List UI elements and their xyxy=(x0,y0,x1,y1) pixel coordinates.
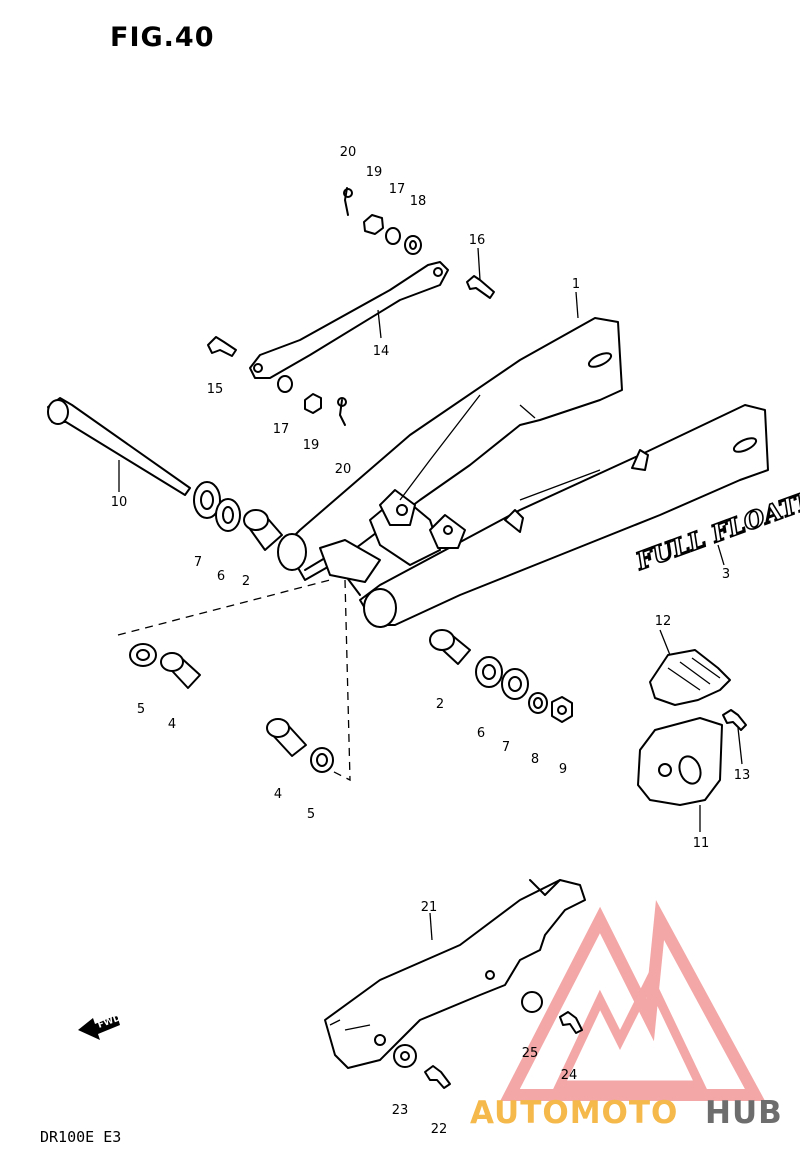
watermark-logo-icon xyxy=(500,900,766,1101)
watermark-text: AUTOMOTO HUB xyxy=(470,1095,783,1131)
chain-case-fasteners xyxy=(393,991,583,1089)
callout-25: 25 xyxy=(522,1046,539,1061)
callout-14: 14 xyxy=(373,344,390,359)
cushion-lever-rod xyxy=(249,261,449,379)
callout-20: 20 xyxy=(340,145,357,160)
figure-title: FIG.40 xyxy=(110,22,215,53)
chain-guide xyxy=(637,709,747,806)
watermark-brand-left: AUTOMOTO xyxy=(470,1095,678,1131)
callout-20: 20 xyxy=(335,462,352,477)
swingarm xyxy=(277,317,769,628)
callout-17: 17 xyxy=(273,422,290,437)
callout-19: 19 xyxy=(366,165,383,180)
rod-fasteners xyxy=(207,187,495,426)
assembly-guide-lines xyxy=(117,579,351,782)
callout-18: 18 xyxy=(410,194,427,209)
callout-21: 21 xyxy=(421,900,438,915)
callout-5: 5 xyxy=(137,702,145,717)
callout-8: 8 xyxy=(531,752,539,767)
callout-4: 4 xyxy=(168,717,176,732)
callout-3: 3 xyxy=(722,567,730,582)
callout-7: 7 xyxy=(194,555,202,570)
callout-22: 22 xyxy=(431,1122,448,1137)
callout-23: 23 xyxy=(392,1103,409,1118)
callout-24: 24 xyxy=(561,1068,578,1083)
callout-15: 15 xyxy=(207,382,224,397)
callout-9: 9 xyxy=(559,762,567,777)
callout-5: 5 xyxy=(307,807,315,822)
callout-10: 10 xyxy=(111,495,128,510)
callout-2: 2 xyxy=(436,697,444,712)
callout-17: 17 xyxy=(389,182,406,197)
left-bearing-stack xyxy=(129,481,334,773)
callout-11: 11 xyxy=(693,836,710,851)
right-bearing-stack xyxy=(429,629,573,723)
leader-lines xyxy=(118,247,743,941)
chain-buffer xyxy=(649,649,731,706)
callout-16: 16 xyxy=(469,233,486,248)
watermark-brand-right: HUB xyxy=(705,1095,783,1131)
callout-6: 6 xyxy=(477,726,485,741)
model-code: DR100E E3 xyxy=(40,1128,122,1146)
callout-12: 12 xyxy=(655,614,672,629)
callout-13: 13 xyxy=(734,768,751,783)
callout-7: 7 xyxy=(502,740,510,755)
callout-4: 4 xyxy=(274,787,282,802)
callout-19: 19 xyxy=(303,438,320,453)
pivot-shaft xyxy=(47,397,191,496)
callout-1: 1 xyxy=(572,277,580,292)
forward-arrow-icon: FWD xyxy=(78,1013,122,1040)
chain-case xyxy=(324,879,586,1069)
callout-2: 2 xyxy=(242,574,250,589)
callout-6: 6 xyxy=(217,569,225,584)
callout-labels: 1 2 2 3 4 4 5 5 6 6 7 7 8 9 10 11 12 13 … xyxy=(111,145,751,1137)
